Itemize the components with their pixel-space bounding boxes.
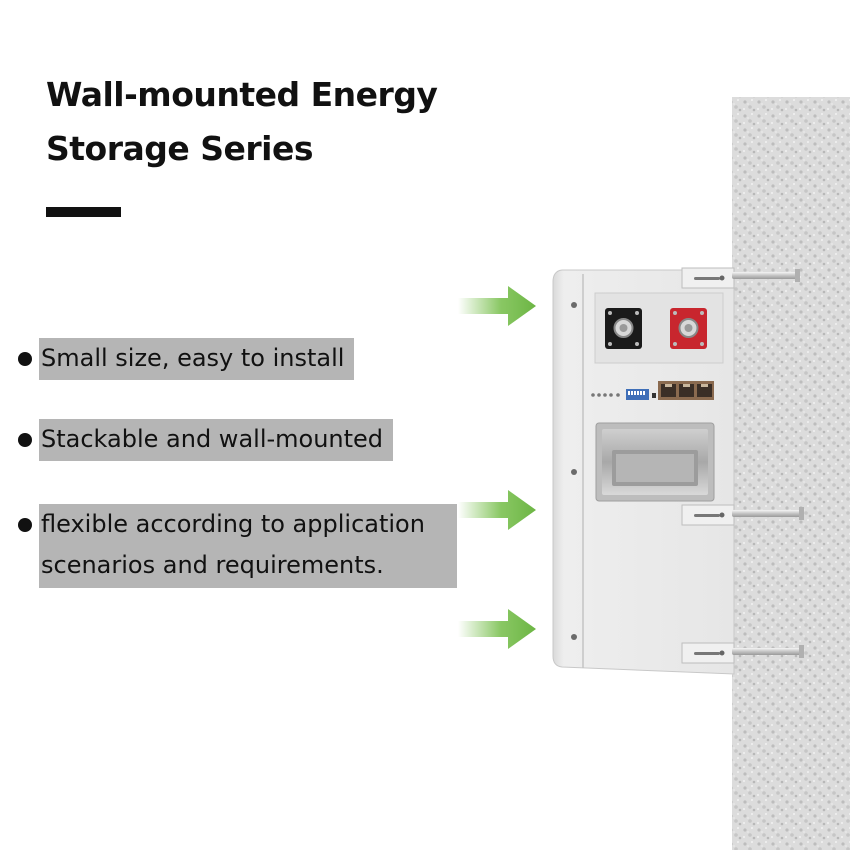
comm-ports bbox=[658, 381, 714, 400]
feature-item: flexible according to application scenar… bbox=[18, 504, 457, 588]
bullet-icon bbox=[18, 433, 32, 447]
mounting-bracket bbox=[681, 504, 735, 526]
status-leds bbox=[591, 393, 620, 397]
arrow-icon bbox=[458, 609, 536, 649]
bullet-icon bbox=[18, 518, 32, 532]
bullet-icon bbox=[18, 352, 32, 366]
page-title: Wall-mounted Energy Storage Series bbox=[46, 75, 438, 168]
arrow-icon bbox=[458, 490, 536, 530]
mounting-bracket bbox=[681, 642, 735, 664]
negative-terminal bbox=[605, 308, 642, 349]
title-underline bbox=[46, 207, 121, 217]
arrow-icon bbox=[458, 286, 536, 326]
feature-text: Small size, easy to install bbox=[39, 338, 355, 380]
wall bbox=[732, 97, 850, 850]
battery-cabinet bbox=[552, 267, 735, 675]
dip-switch bbox=[626, 389, 649, 400]
anchor-bolt bbox=[732, 269, 800, 282]
anchor-bolt bbox=[732, 645, 804, 658]
anchor-bolt bbox=[732, 507, 804, 520]
feature-item: Small size, easy to install bbox=[18, 338, 355, 380]
feature-text: Stackable and wall-mounted bbox=[39, 419, 394, 461]
mounting-bracket bbox=[681, 267, 735, 289]
positive-terminal bbox=[670, 308, 707, 349]
feature-text: flexible according to application scenar… bbox=[39, 504, 457, 588]
handle bbox=[595, 422, 715, 502]
feature-item: Stackable and wall-mounted bbox=[18, 419, 394, 461]
